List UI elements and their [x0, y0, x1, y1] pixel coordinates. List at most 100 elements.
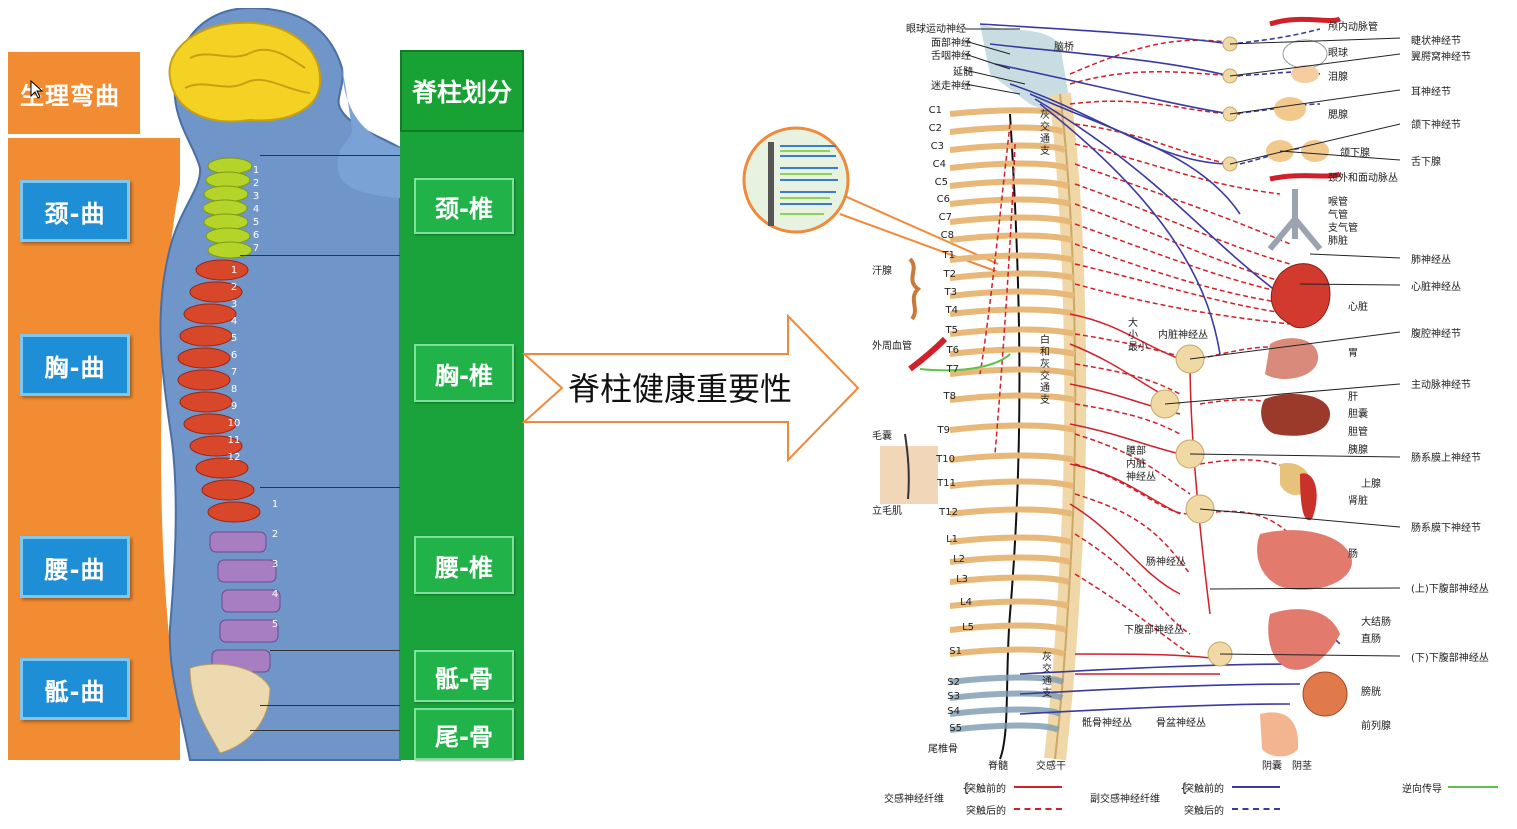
label-oculomotor: 眼球运动神经 — [906, 24, 966, 35]
vertebra-label: C8 — [940, 230, 954, 241]
label-visceral-plexus: 内脏神经丛 — [1158, 330, 1208, 341]
vertebra-label: T1 — [942, 250, 955, 261]
vertebra-label: C5 — [934, 177, 948, 188]
vertebra-label-coccyx: 尾椎骨 — [928, 744, 958, 755]
label-white-gray-ramus: 白和灰交通支 — [1040, 335, 1050, 406]
curve-box-sacral: 骶-曲 — [20, 658, 130, 720]
connector-line — [250, 730, 400, 731]
vertebra-label: L2 — [953, 554, 965, 565]
legend-line-para-pre — [1232, 786, 1280, 788]
vertebra-label: L1 — [946, 534, 958, 545]
vertebra-label: S3 — [947, 691, 960, 702]
label-sympathetic-trunk: 交感干 — [1036, 761, 1066, 772]
arrow-text: 脊柱健康重要性 — [568, 370, 793, 408]
legend-pre-sym: 突触前的 — [966, 784, 1006, 795]
label-cardiac-plexus: 心脏神经丛 — [1411, 282, 1461, 293]
label-bladder: 膀胱 — [1361, 687, 1381, 698]
vertebra-label: S1 — [949, 646, 962, 657]
vertebra-label: L5 — [962, 622, 974, 633]
vertebra-label: T3 — [944, 287, 957, 298]
legend-parasympathetic: 副交感神经纤维 — [1090, 794, 1160, 805]
arrow-shape — [522, 314, 860, 462]
label-lumbar-visceral: 内脏 — [1126, 459, 1146, 470]
label-bronchus: 支气管 — [1328, 223, 1358, 234]
vertebra-label: T7 — [946, 364, 959, 375]
vertebra-label: C6 — [936, 194, 950, 205]
division-box-sacrum: 骶-骨 — [414, 650, 514, 702]
legend-pre-para: 突触前的 — [1184, 784, 1224, 795]
label-gray-ramus-bottom: 灰交通支 — [1042, 652, 1052, 699]
label-pancreas: 胰腺 — [1348, 445, 1368, 456]
label-sublingual-gland: 舌下腺 — [1411, 157, 1441, 168]
label-colon: 大结肠 — [1361, 617, 1391, 628]
label-parotid: 腮腺 — [1328, 110, 1348, 121]
connector-line — [270, 650, 400, 651]
label-intestine: 肠 — [1348, 549, 1358, 560]
label-liver: 肝 — [1348, 392, 1358, 403]
legend-line-sym-post — [1014, 808, 1062, 810]
label-prostate: 前列腺 — [1361, 721, 1391, 732]
label-otic-ganglion: 耳神经节 — [1411, 87, 1451, 98]
division-box-lumbar: 腰-椎 — [414, 536, 514, 594]
vertebra-label: T11 — [937, 478, 956, 489]
vertebra-label: S2 — [947, 677, 960, 688]
label-hair-follicle: 毛囊 — [872, 431, 892, 442]
label-least: 最小 — [1128, 342, 1148, 353]
vertebra-label: L4 — [960, 597, 972, 608]
legend-line-para-post — [1232, 808, 1280, 810]
connector-line — [260, 155, 400, 156]
vertebra-label: C4 — [932, 159, 946, 170]
label-scrotum: 阴囊 — [1262, 761, 1282, 772]
mouse-cursor-icon — [30, 80, 44, 99]
legend-line-retro — [1448, 786, 1498, 788]
label-intracranial-artery: 颅内动脉管 — [1328, 22, 1378, 33]
label-submandibular-gland: 颌下腺 — [1340, 148, 1370, 159]
legend-sympathetic: 交感神经纤维 — [884, 794, 944, 805]
label-sweat-gland: 汗腺 — [872, 266, 892, 277]
vertebra-label: L3 — [956, 574, 968, 585]
label-inferior-hypogastric: (下)下腹部神经丛 — [1411, 653, 1489, 664]
vertebra-label: C2 — [928, 123, 942, 134]
label-glossopharyngeal: 舌咽神经 — [931, 51, 971, 62]
magnifier-illustration — [742, 126, 999, 273]
spine-body-illustration — [159, 8, 401, 761]
division-column — [400, 50, 524, 760]
label-pterygopalatine-ganglion: 翼腭窝神经节 — [1411, 52, 1471, 63]
label-superior-mesenteric-ganglion: 肠系膜上神经节 — [1411, 453, 1481, 464]
label-lung: 肺脏 — [1328, 236, 1348, 247]
vertebra-label: S5 — [949, 723, 962, 734]
division-box-thoracic: 胸-椎 — [414, 344, 514, 402]
connector-line — [240, 255, 400, 256]
legend-brace-icon: { — [962, 781, 970, 795]
vertebra-label: T10 — [936, 454, 955, 465]
label-pons: 脑桥 — [1054, 42, 1074, 53]
vertebra-label: C3 — [930, 141, 944, 152]
division-box-cervical: 颈-椎 — [414, 178, 514, 234]
label-sacral-plexus: 骶骨神经丛 — [1082, 718, 1132, 729]
label-inferior-mesenteric-ganglion: 肠系膜下神经节 — [1411, 523, 1481, 534]
label-lacrimal-gland: 泪腺 — [1328, 72, 1348, 83]
label-kidney: 肾脏 — [1348, 496, 1368, 507]
label-stomach: 胃 — [1348, 348, 1358, 359]
connector-line — [260, 487, 400, 488]
curve-title-banner: 生理弯曲 — [8, 52, 140, 134]
label-spinal-cord: 脊髓 — [988, 761, 1008, 772]
nerve-diagram — [880, 16, 1401, 761]
legend-line-sym-pre — [1014, 786, 1062, 788]
vertebra-label: C1 — [928, 105, 942, 116]
vertebra-label: T4 — [945, 305, 958, 316]
legend-brace-icon: { — [1180, 781, 1188, 795]
vertebra-label: T6 — [946, 345, 959, 356]
curve-box-thoracic: 胸-曲 — [20, 334, 130, 396]
label-superior-hypogastric: (上)下腹部神经丛 — [1411, 584, 1489, 595]
division-title: 脊柱划分 — [400, 50, 524, 132]
label-arrector-pili: 立毛肌 — [872, 506, 902, 517]
label-vagus: 迷走神经 — [931, 81, 971, 92]
vertebra-label: T2 — [943, 269, 956, 280]
label-facial: 面部神经 — [931, 38, 971, 49]
label-celiac-ganglion: 腹腔神经节 — [1411, 329, 1461, 340]
label-lumbar-plexus: 神经丛 — [1126, 472, 1156, 483]
label-enteric-plexus: 肠神经丛 — [1146, 557, 1186, 568]
